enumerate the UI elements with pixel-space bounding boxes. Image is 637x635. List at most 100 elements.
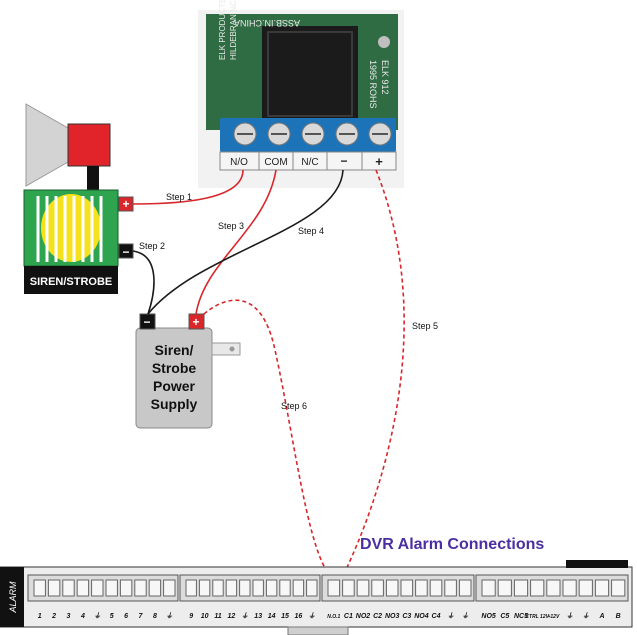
terminal-label-com: COM <box>264 157 287 168</box>
pin-label: ⏚ <box>241 612 248 620</box>
relay-label-strip <box>219 151 397 171</box>
wire-step3 <box>195 169 277 315</box>
pin-label: ⏚ <box>582 612 589 620</box>
psu-label-line3: Power <box>153 378 196 394</box>
connector-pin <box>385 579 399 597</box>
connector-pin <box>530 579 545 597</box>
wire-step2 <box>132 250 155 315</box>
pin-label: C2 <box>373 613 382 620</box>
step2-label: Step 2 <box>139 241 165 251</box>
psu-body <box>135 327 213 429</box>
connector-pin <box>400 579 414 597</box>
terminal-label-no: N/O <box>230 157 248 168</box>
psu-label-line4: Supply <box>151 396 198 412</box>
pin-label: C4 <box>432 613 441 620</box>
pin-label: NO3 <box>385 613 400 620</box>
connector-pin <box>513 579 529 597</box>
connector-pin <box>546 579 561 597</box>
connector-pin <box>327 579 341 597</box>
pin-label: ⏚ <box>308 612 315 620</box>
connector-pin <box>198 579 211 597</box>
pin-label: NO5 <box>481 613 496 620</box>
connector-pin <box>292 579 305 597</box>
pin-label: 11 <box>214 613 221 620</box>
pin-label: C1 <box>344 613 353 620</box>
pin-label: NC5 <box>514 613 528 620</box>
pin-label: ⏚ <box>166 612 173 620</box>
board-text-5: ELK 912 <box>380 60 390 95</box>
pin-label: 12 <box>228 613 236 620</box>
connector-pin <box>306 579 318 597</box>
connector-pin <box>212 579 224 597</box>
board-text-4: 1995 ROHS <box>368 60 378 109</box>
horn-cone-icon <box>25 103 69 187</box>
pin-label: 14 <box>268 613 276 620</box>
pin-label: A <box>598 613 604 620</box>
siren-strobe: SIREN/STROBE + − <box>23 103 134 294</box>
step1-label: Step 1 <box>166 192 192 202</box>
pin-label: ⏚ <box>447 612 454 620</box>
pin-label: 4 <box>80 613 85 620</box>
pin-label: 16 <box>295 613 303 620</box>
pin-label: N.O.1 <box>327 614 340 620</box>
dvr-side-label-bg <box>0 567 24 627</box>
connector-pin <box>76 579 90 597</box>
connector-pin <box>342 579 355 597</box>
wire-step4 <box>147 169 344 315</box>
board-text-1: ASSB.IN.CHINA <box>234 18 300 28</box>
siren-minus-sign: − <box>122 245 129 259</box>
connector-pin <box>562 579 577 597</box>
wires <box>132 169 405 579</box>
connector-pin <box>225 579 238 597</box>
horn-stem <box>87 166 99 190</box>
pin-label: NO2 <box>356 613 371 620</box>
relay-component-rim <box>267 31 353 117</box>
step5-label: Step 5 <box>412 321 438 331</box>
pin-label: C5 <box>500 613 509 620</box>
connector-pins <box>33 579 626 597</box>
psu-plug-prong <box>211 342 241 356</box>
pin-label: 9 <box>189 613 193 620</box>
pin-label: CTRL 12V <box>525 614 549 620</box>
board-text-2: ELK PRODUCTS,INC <box>218 0 227 60</box>
dvr-title: DVR Alarm Connections <box>360 536 544 553</box>
pin-label: NO4 <box>414 613 429 620</box>
siren-label-bar <box>24 266 118 294</box>
terminal-label-nc: N/C <box>301 157 318 168</box>
connector-pin <box>119 579 133 597</box>
pin-label: ⏚ <box>462 612 469 620</box>
connector-pin <box>148 579 162 597</box>
siren-label: SIREN/STROBE <box>30 276 113 288</box>
pin-label: 10 <box>201 613 209 620</box>
dvr-bottom-tab <box>287 626 349 635</box>
relay-screw-terminals <box>233 122 392 146</box>
pin-label: 15 <box>281 613 289 620</box>
dvr-top-tab <box>566 560 628 568</box>
psu-plus-sign: + <box>192 315 199 329</box>
step4-label: Step 4 <box>298 226 324 236</box>
connector-pin <box>458 579 472 597</box>
relay-mount-hole <box>378 36 390 48</box>
terminal-label-plus: + <box>375 154 383 169</box>
power-supply: − + Siren/ Strobe Power Supply <box>135 313 241 429</box>
connector-pin <box>163 579 176 597</box>
pin-label: 7 <box>139 613 144 620</box>
psu-label-line1: Siren/ <box>155 342 194 358</box>
wire-step1 <box>132 169 244 205</box>
connector-pin <box>497 579 512 597</box>
pin-label: 2 <box>51 613 56 620</box>
pin-label: 3 <box>67 613 71 620</box>
connector-pin <box>415 579 428 597</box>
psu-plug-hole <box>229 346 235 352</box>
strobe-grille <box>36 196 103 262</box>
pin-label: ⏚ <box>94 612 101 620</box>
terminal-label-minus: − <box>340 154 347 168</box>
connector-pin <box>185 579 197 597</box>
board-text-3: HILDEBRAN,NC 28637 <box>229 0 238 60</box>
pin-label: B <box>616 613 621 620</box>
connector-pin <box>578 579 593 597</box>
connector-pin <box>265 579 278 597</box>
